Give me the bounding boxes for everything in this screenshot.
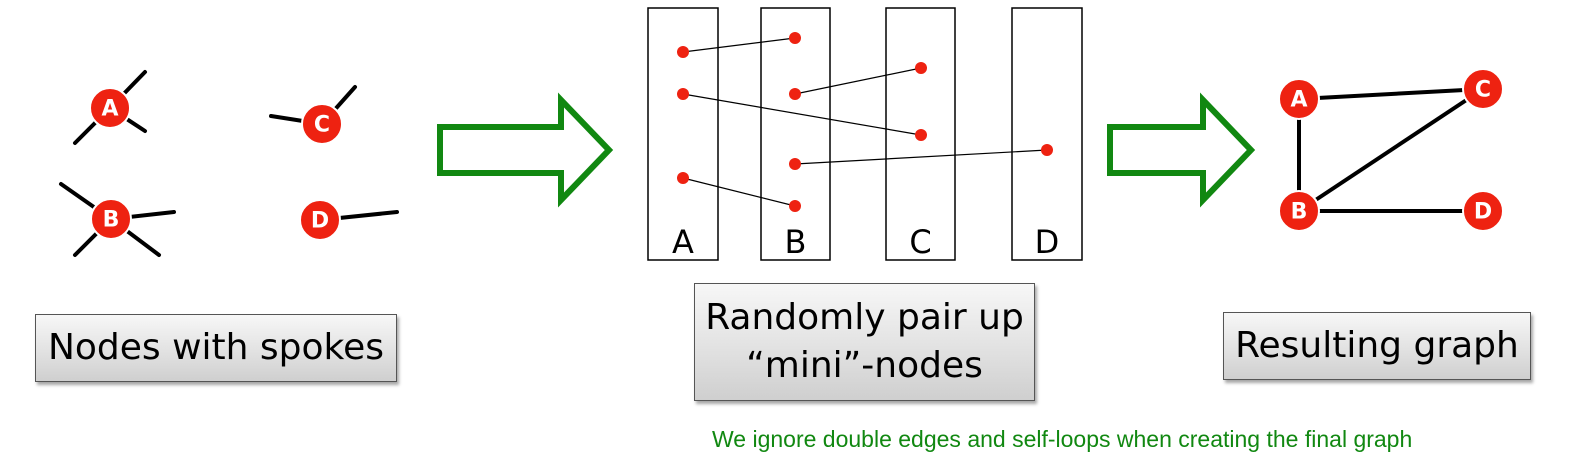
node-b [90,198,132,240]
column-label-c: C [909,223,931,261]
mini-node-column-d [1011,7,1083,261]
caption-resulting-graph-text: Resulting graph [1235,325,1519,366]
result-node-c-label: C [1475,78,1491,103]
mini-node-column-a [647,7,719,261]
mini-node-column-b [760,7,831,261]
result-node-d [1462,190,1504,232]
result-node-b-label: B [1291,200,1308,225]
pairing-line-4 [794,67,922,95]
mini-node-a2 [677,88,689,100]
result-node-c [1462,68,1504,110]
node-c-label: C [314,113,330,138]
node-c [301,103,343,145]
result-node-a [1278,78,1320,120]
mini-node-b4 [789,200,801,212]
column-label-a: A [672,223,694,261]
pairing-line-3 [682,177,796,207]
result-node-a-label: A [1290,88,1307,113]
column-label-d: D [1035,223,1060,261]
pairing-line-5 [794,149,1048,165]
node-d-label: D [311,209,329,234]
spokes-panel: A B C D [59,70,399,257]
node-a-label: A [101,97,118,122]
mini-node-c2 [915,129,927,141]
caption-randomly-pair-line1: Randomly pair up [705,297,1024,338]
edge-b-c [1297,87,1485,213]
note-text: We ignore double edges and self-loops wh… [712,426,1413,452]
mini-node-c1 [915,62,927,74]
caption-randomly-pair: Randomly pair up “mini”-nodes [694,283,1035,401]
edge-a-c [1298,87,1484,101]
mini-node-column-c [885,7,956,261]
result-graph-panel: A B C D [1278,68,1504,232]
caption-nodes-with-spokes-text: Nodes with spokes [47,327,385,368]
caption-randomly-pair-line2: “mini”-nodes [746,345,983,386]
mini-node-d1 [1041,144,1053,156]
right-arrow-icon-2 [1107,92,1256,208]
pairing-panel: A B C D [647,7,1083,261]
node-b-label: B [103,208,120,233]
node-d [299,199,341,241]
pairing-line-1 [682,37,796,53]
caption-resulting-graph: Resulting graph [1223,312,1531,380]
result-node-d-label: D [1474,200,1492,225]
mini-node-b1 [789,32,801,44]
mini-node-a3 [677,172,689,184]
pairing-line-2 [682,93,922,136]
mini-node-b2 [789,88,801,100]
mini-node-a1 [677,46,689,58]
node-a [89,87,131,129]
arrows [437,92,1256,208]
column-label-b: B [785,223,807,261]
right-arrow-icon-1 [437,92,614,208]
result-node-b [1278,190,1320,232]
mini-node-b3 [789,158,801,170]
caption-nodes-with-spokes: Nodes with spokes [35,314,397,382]
